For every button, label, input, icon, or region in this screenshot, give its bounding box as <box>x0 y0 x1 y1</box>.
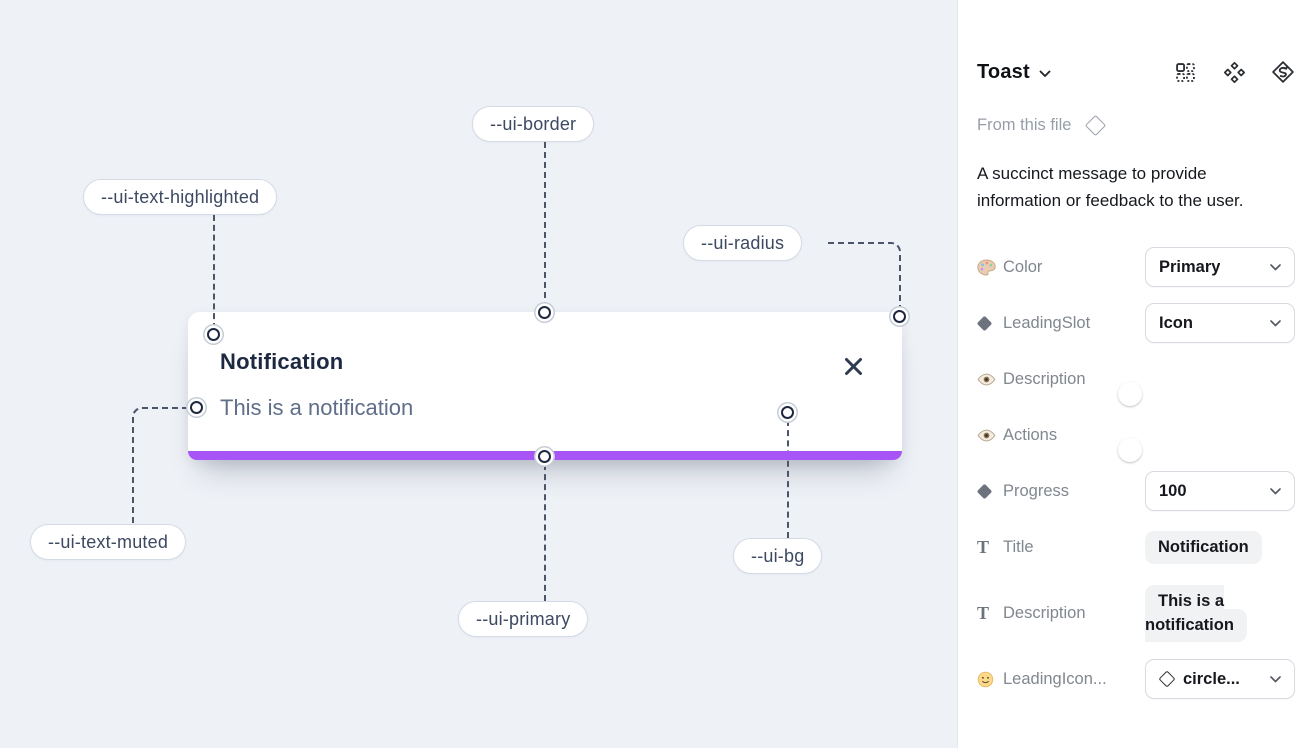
property-row-description-field: T Description This is a notification <box>977 575 1295 651</box>
eye-icon <box>977 429 1003 442</box>
chevron-down-icon <box>1270 487 1281 494</box>
connector-dot-ui-border <box>538 306 551 319</box>
property-row-title: T Title Notification <box>977 519 1295 575</box>
diamond-icon <box>976 483 1003 499</box>
chevron-down-icon <box>1270 263 1281 270</box>
chevron-down-icon <box>1039 70 1051 77</box>
connector-dot-ui-text-highlighted <box>207 328 220 341</box>
toast-component: Notification This is a notification <box>188 312 902 460</box>
var-label-ui-primary: --ui-primary <box>458 601 589 637</box>
chevron-down-icon <box>1270 319 1281 326</box>
panel-header: Toast <box>977 57 1295 87</box>
property-label: LeadingSlot <box>1003 313 1091 332</box>
leadingicon-select[interactable]: circle... <box>1145 659 1295 699</box>
property-row-progress: Progress 100 <box>976 463 1295 519</box>
eye-icon <box>977 373 1003 386</box>
diamond-icon <box>976 315 1003 331</box>
component-description: A succinct message to provide informatio… <box>977 164 1244 210</box>
property-row-description-toggle: Description <box>977 351 1295 407</box>
text-icon: T <box>977 602 990 623</box>
file-source-diamond-icon <box>1085 114 1107 137</box>
property-label: Title <box>1003 537 1034 556</box>
leadingslot-select[interactable]: Icon <box>1145 303 1295 343</box>
toast-title: Notification <box>220 349 344 374</box>
toast-close-button[interactable] <box>841 354 865 378</box>
chevron-down-icon <box>1270 675 1281 682</box>
text-icon: T <box>977 536 990 557</box>
toast-description: This is a notification <box>220 395 414 420</box>
header-icon-group <box>1173 60 1295 84</box>
property-label: LeadingIcon... <box>1003 669 1107 688</box>
title-field[interactable]: Notification <box>1145 531 1262 564</box>
smiley-icon <box>977 671 1003 688</box>
connector-dot-ui-text-muted <box>190 401 203 414</box>
palette-icon <box>977 259 1003 276</box>
connector-line-ui-radius <box>828 242 901 308</box>
property-row-leadingicon: LeadingIcon... circle... <box>977 651 1295 707</box>
property-rows: Color Primary LeadingSlot Icon <box>976 239 1295 707</box>
connector-dot-ui-radius <box>893 310 906 323</box>
toggle-knob <box>1118 381 1142 406</box>
diamond-outline-icon <box>1158 670 1176 688</box>
connector-line-ui-primary <box>544 464 546 601</box>
connector-dot-ui-bg <box>781 406 794 419</box>
description-field[interactable]: This is a notification <box>1145 585 1247 642</box>
property-label: Progress <box>1003 481 1070 500</box>
var-label-ui-bg: --ui-bg <box>733 538 823 574</box>
connector-dot-ui-primary <box>538 450 551 463</box>
progress-select[interactable]: 100 <box>1145 471 1295 511</box>
connector-line-ui-text-muted <box>132 407 189 524</box>
var-label-ui-text-muted: --ui-text-muted <box>30 524 187 560</box>
preview-canvas: Notification This is a notification --ui… <box>0 0 957 748</box>
property-label: Color <box>1003 257 1043 276</box>
toggle-knob <box>1118 437 1142 462</box>
component-title-dropdown[interactable] <box>1039 70 1051 78</box>
connector-line-ui-bg <box>787 420 789 538</box>
component-diamonds-icon[interactable] <box>1222 60 1246 84</box>
connector-line-ui-border <box>544 142 546 308</box>
close-icon <box>844 357 862 375</box>
source-row: From this file <box>977 114 1107 137</box>
properties-panel: Toast <box>957 0 1312 748</box>
connector-line-ui-text-highlighted <box>213 215 215 329</box>
var-label-ui-border: --ui-border <box>472 106 595 142</box>
instance-grid-icon[interactable] <box>1173 60 1197 84</box>
property-row-color: Color Primary <box>977 239 1295 295</box>
source-label: From this file <box>977 116 1072 134</box>
property-label: Description <box>1003 603 1086 622</box>
property-row-leadingslot: LeadingSlot Icon <box>976 295 1295 351</box>
swap-diamond-icon[interactable] <box>1271 60 1295 84</box>
component-title: Toast <box>977 60 1030 83</box>
var-label-ui-radius: --ui-radius <box>683 225 803 261</box>
var-label-ui-text-highlighted: --ui-text-highlighted <box>83 179 278 215</box>
color-select[interactable]: Primary <box>1145 247 1295 287</box>
property-row-actions-toggle: Actions <box>977 407 1295 463</box>
